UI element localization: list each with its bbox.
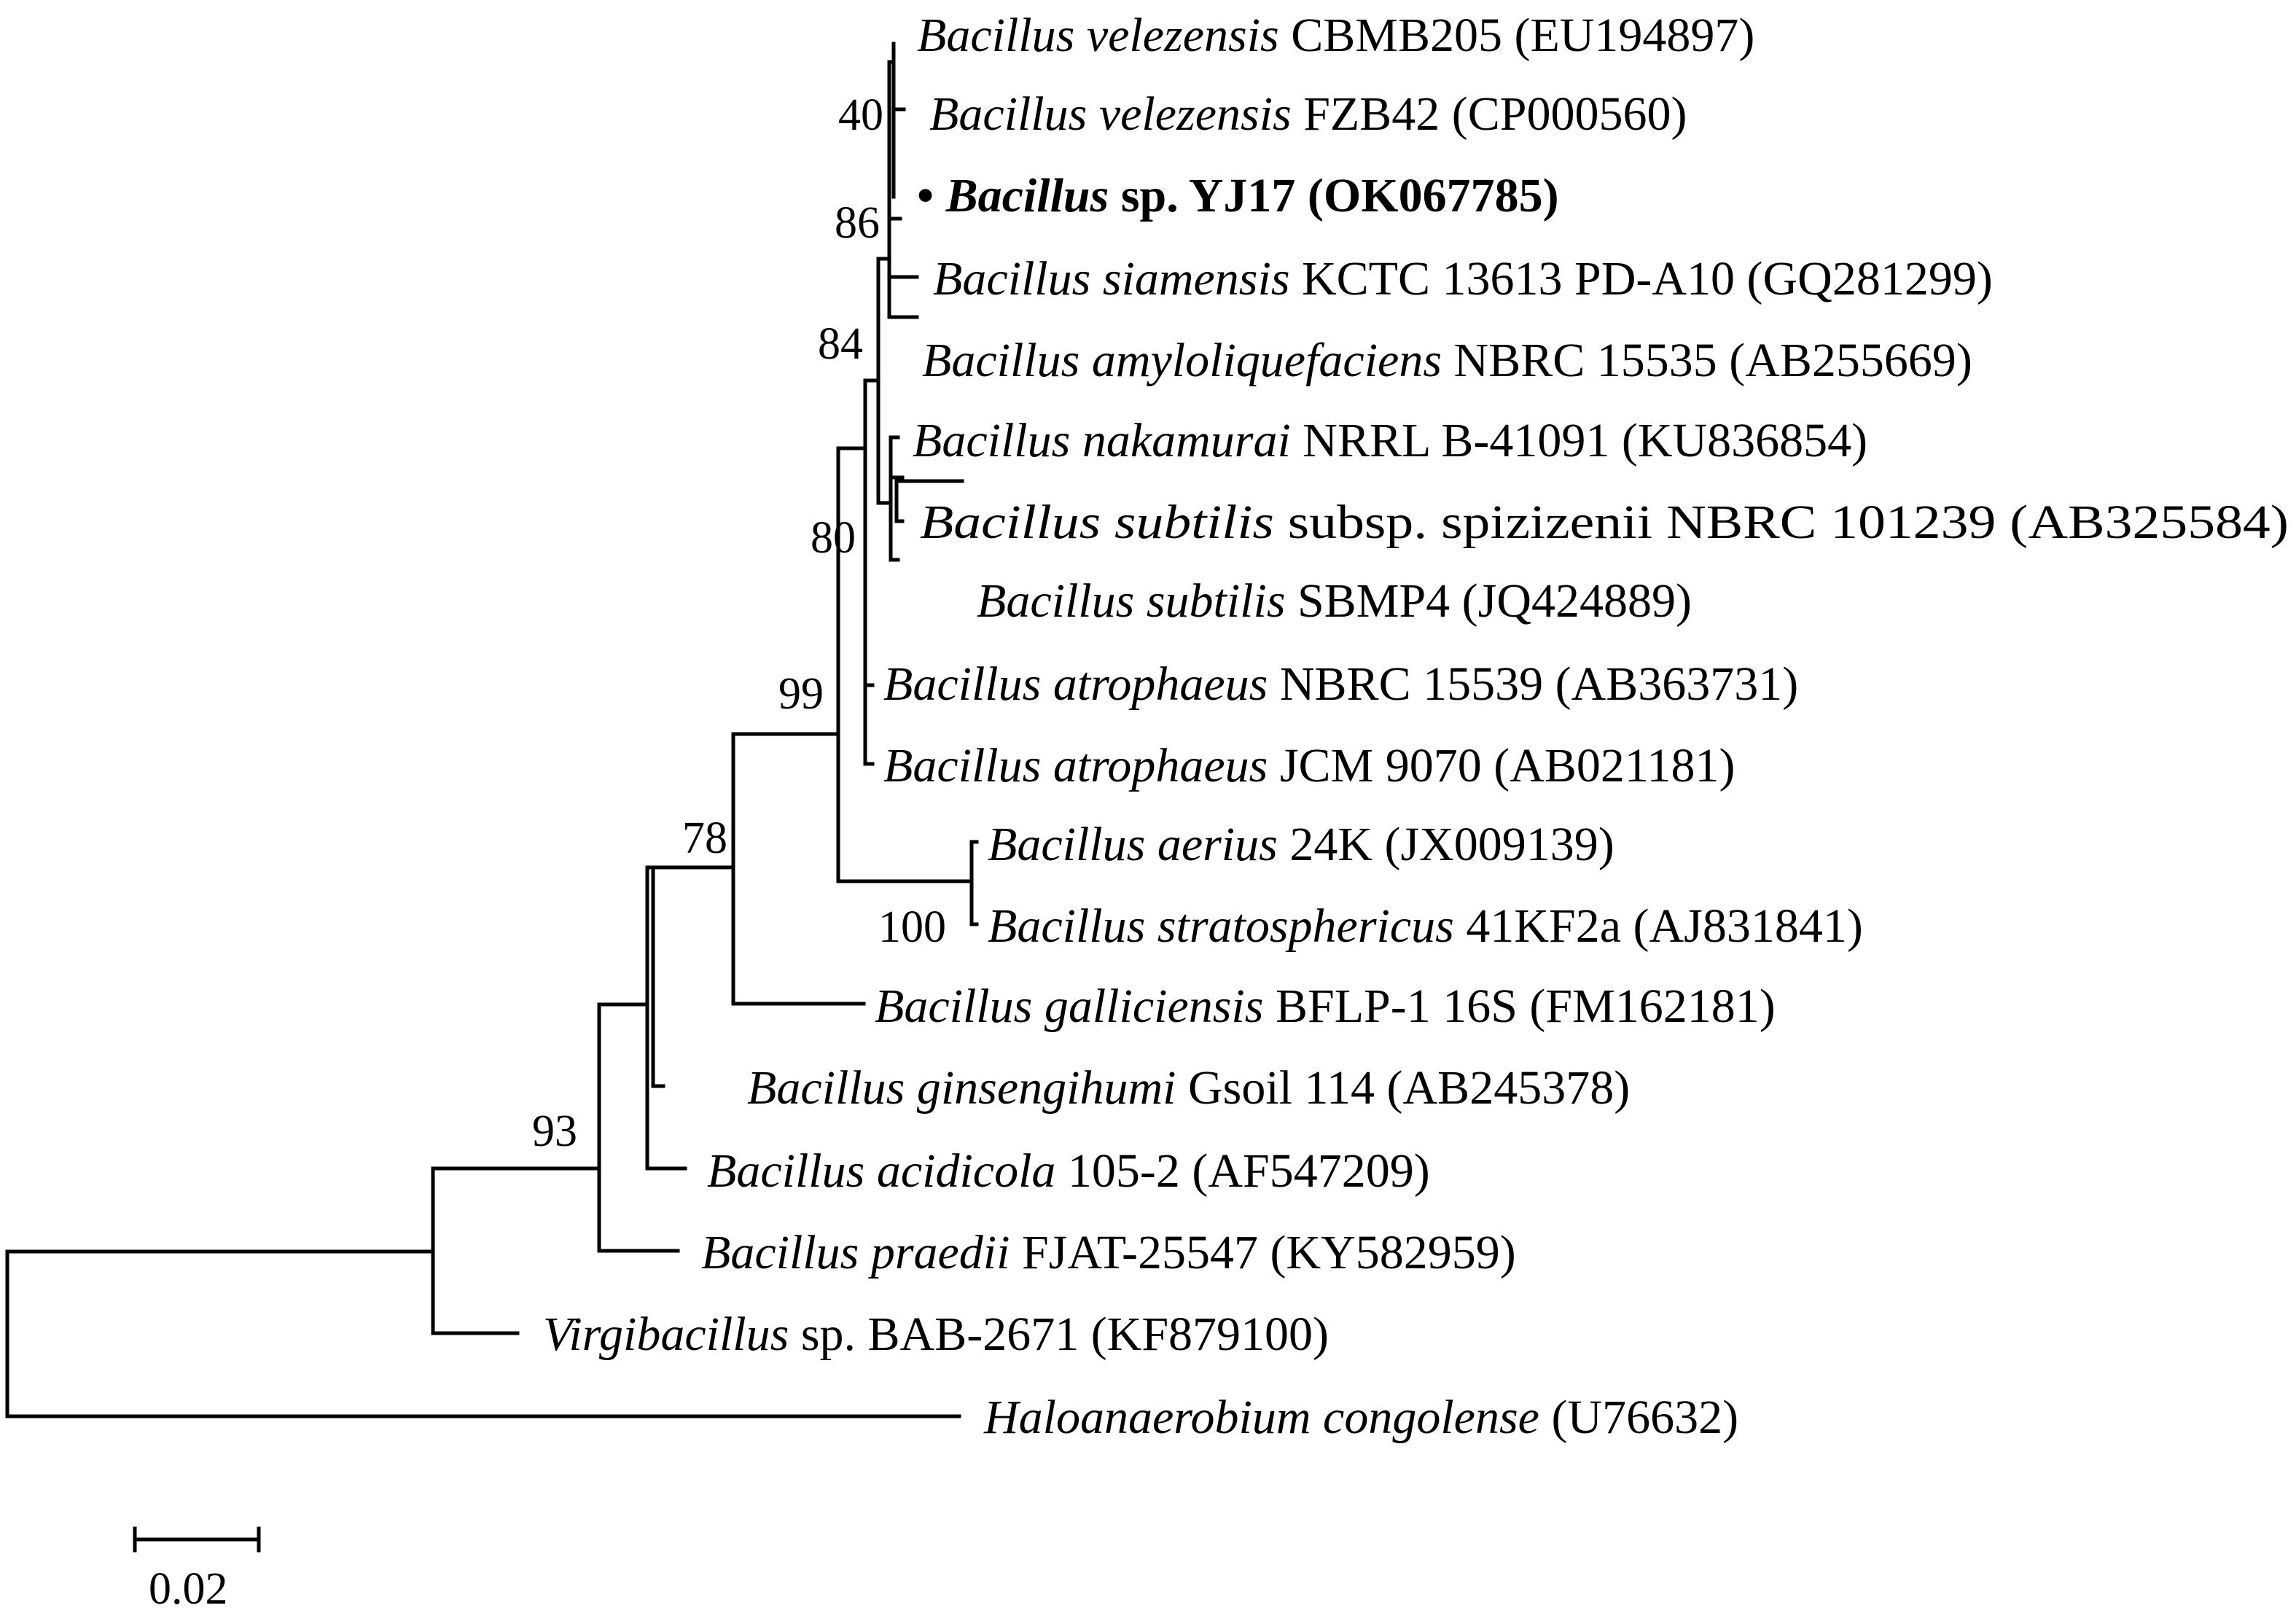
taxon-label: Bacillus aerius 24K (JX009139) — [988, 818, 1614, 871]
taxon-label: Haloanaerobium congolense (U76632) — [983, 1391, 1738, 1444]
bootstrap-value: 99 — [778, 669, 824, 719]
taxon-label: Bacillus subtilis SBMP4 (JQ424889) — [977, 574, 1692, 628]
taxon-label: Bacillus praedii FJAT-25547 (KY582959) — [701, 1226, 1516, 1279]
bootstrap-value: 40 — [838, 90, 883, 140]
tip-labels: Bacillus velezensis CBMB205 (EU194897) B… — [543, 9, 2289, 1444]
taxon-label: Bacillus stratosphericus 41KF2a (AJ83184… — [988, 899, 1863, 953]
taxon-label: Bacillus subtilis subsp. spizizenii NBRC… — [920, 496, 2289, 549]
taxon-label: Bacillus nakamurai NRRL B-41091 (KU83685… — [913, 414, 1867, 467]
taxon-label: Bacillus ginsengihumi Gsoil 114 (AB24537… — [747, 1061, 1630, 1115]
scale-bar: 0.02 — [133, 1526, 261, 1614]
bootstrap-value: 93 — [532, 1106, 577, 1156]
taxon-label: Bacillus velezensis CBMB205 (EU194897) — [917, 9, 1754, 62]
bootstrap-values: 40 86 84 80 99 78 100 93 — [532, 90, 946, 1156]
bootstrap-value: 100 — [878, 902, 946, 952]
taxon-label: Bacillus galliciensis BFLP-1 16S (FM1621… — [875, 980, 1776, 1033]
taxon-label: Bacillus atrophaeus JCM 9070 (AB021181) — [883, 739, 1735, 792]
taxon-label: Bacillus velezensis FZB42 (CP000560) — [929, 87, 1687, 141]
taxon-label: Bacillus siamensis KCTC 13613 PD-A10 (GQ… — [933, 252, 1993, 305]
bootstrap-value: 84 — [818, 319, 863, 369]
taxon-label: Bacillus amyloliquefaciens NBRC 15535 (A… — [922, 334, 1972, 387]
scale-bar-label: 0.02 — [149, 1564, 228, 1614]
taxon-label: Virgibacillus sp. BAB-2671 (KF879100) — [543, 1308, 1329, 1361]
taxon-label-highlight: • Bacillus sp. YJ17 (OK067785) — [917, 169, 1559, 222]
tree-branches — [5, 42, 979, 1418]
bootstrap-value: 78 — [682, 813, 727, 863]
bootstrap-value: 80 — [811, 513, 856, 563]
taxon-label: Bacillus atrophaeus NBRC 15539 (AB363731… — [883, 657, 1798, 711]
taxon-label: Bacillus acidicola 105-2 (AF547209) — [707, 1144, 1430, 1198]
bootstrap-value: 86 — [835, 198, 880, 248]
